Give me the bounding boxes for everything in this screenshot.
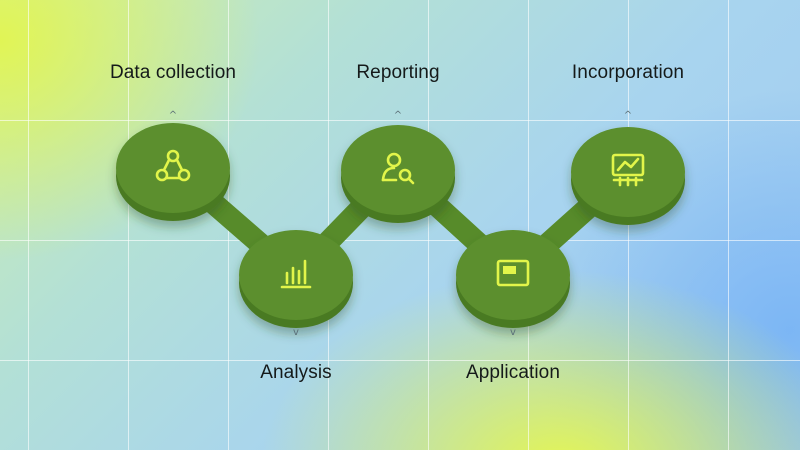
bar-chart-icon (280, 259, 312, 289)
grid-line (0, 120, 800, 121)
caret-up-icon: ^ (168, 110, 178, 121)
grid-line (28, 0, 29, 450)
caret-up-icon: ^ (623, 110, 633, 121)
nodes (116, 123, 685, 328)
caret-down-icon: v (293, 327, 299, 338)
step-label-1: Data collection (109, 62, 237, 83)
caret-up-icon: ^ (393, 110, 403, 121)
caret-down-icon: v (510, 327, 516, 338)
step-node-1 (116, 123, 230, 221)
webhook-icon (155, 149, 191, 182)
grid-line (628, 0, 629, 450)
step-label-2: Analysis (260, 362, 332, 383)
user-search-icon (381, 152, 415, 185)
step-label-4: Application (465, 362, 561, 383)
step-label-3: Reporting (356, 62, 440, 83)
app-window-icon (496, 259, 530, 287)
grid-line (728, 0, 729, 450)
grid-line (428, 0, 429, 450)
grid-line (128, 0, 129, 450)
grid-line (328, 0, 329, 450)
step-node-3 (341, 125, 455, 223)
step-node-2 (239, 230, 353, 328)
grid-line (0, 240, 800, 241)
chart-settings-icon (611, 153, 645, 187)
step-label-5: Incorporation (571, 62, 685, 83)
step-node-4 (456, 230, 570, 328)
grid-line (528, 0, 529, 450)
grid-line (0, 360, 800, 361)
